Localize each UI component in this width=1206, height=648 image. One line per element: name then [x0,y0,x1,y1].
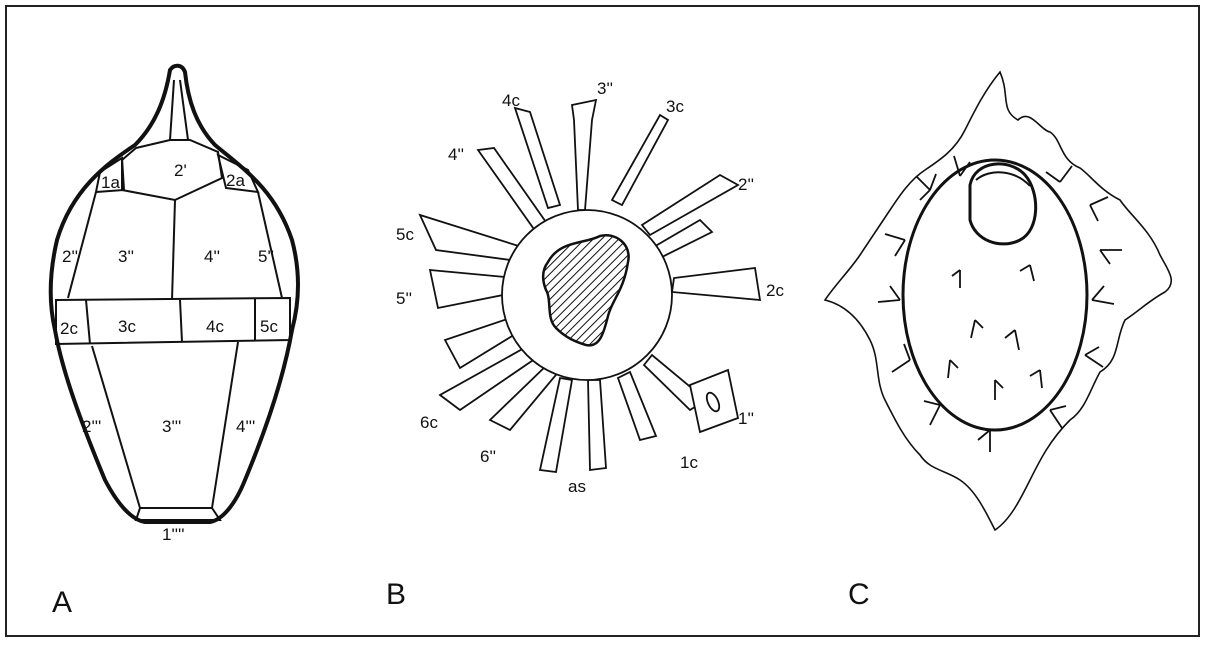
plate-label: 5c [260,317,278,336]
plate-label: 1'''' [162,525,184,544]
spine-label: 5c [396,225,414,244]
plate-label: 2'' [62,247,78,266]
plate-label: 3c [118,317,136,336]
plate-label: 2' [174,161,187,180]
spine-label: 2c [766,281,784,300]
panel-letter-b: B [386,578,406,611]
plate-label: 3'' [118,247,134,266]
panel-c-labels: C [848,578,870,611]
plate-label: 3''' [162,417,181,436]
spine-label: as [568,477,586,496]
spine-label: 4c [502,91,520,110]
spine-label: 4'' [448,145,464,164]
plate-label: 4'' [204,247,220,266]
panel-letter-c: C [848,578,870,611]
plate-label: 5'' [258,247,274,266]
spine-label: 6'' [480,447,496,466]
plate-label: 2''' [82,417,101,436]
plate-label: 4c [206,317,224,336]
plate-label: 1a [101,173,120,192]
panel-letter-a: A [52,586,72,619]
plate-label: 2c [60,319,78,338]
spine-label: 1'' [738,409,754,428]
spine-label: 5'' [396,289,412,308]
plate-label: 4''' [236,417,255,436]
spine-label: 1c [680,453,698,472]
spine-label: 3c [666,97,684,116]
spine-label: 6c [420,413,438,432]
spine-label: 3'' [597,79,613,98]
plate-label: 2a [226,171,245,190]
spine-label: 2'' [738,175,754,194]
